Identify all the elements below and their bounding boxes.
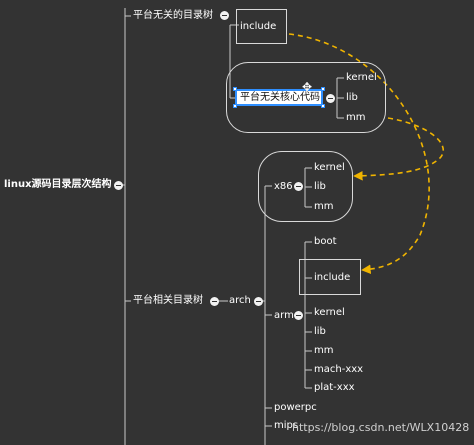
core-child-mm[interactable]: mm	[346, 112, 366, 123]
arch-include-label[interactable]: include	[314, 272, 351, 283]
x86-node-label[interactable]: x86	[274, 181, 293, 192]
core-child-kernel[interactable]: kernel	[346, 72, 377, 83]
selection-handle-tl[interactable]	[233, 87, 237, 91]
x86-group-boundary	[258, 151, 353, 222]
arch-mips-label[interactable]: mips	[274, 420, 299, 431]
arm-child-mach[interactable]: mach-xxx	[314, 364, 364, 375]
x86-child-mm[interactable]: mm	[314, 201, 334, 212]
arm-collapse-icon[interactable]	[294, 311, 303, 320]
arch-boot-label[interactable]: boot	[314, 236, 337, 247]
independent-node-label[interactable]: 平台无关的目录树	[133, 10, 213, 21]
core-group-boundary	[226, 62, 386, 133]
x86-child-lib[interactable]: lib	[314, 181, 326, 192]
core-node-label: 平台无关核心代码	[240, 92, 320, 103]
arm-child-mm[interactable]: mm	[314, 345, 334, 356]
independent-collapse-icon[interactable]	[220, 11, 229, 20]
core-child-lib[interactable]: lib	[346, 92, 358, 103]
move-cross-icon[interactable]: ✥	[302, 80, 313, 94]
arm-node-label[interactable]: arm	[274, 310, 294, 321]
watermark-text: https://blog.csdn.net/WLX10428	[292, 421, 470, 434]
root-collapse-icon[interactable]	[114, 181, 123, 190]
arrow-core-to-x86	[353, 117, 445, 181]
arrow-include-to-include	[288, 33, 430, 275]
x86-collapse-icon[interactable]	[294, 182, 303, 191]
arm-child-lib[interactable]: lib	[314, 326, 326, 337]
selection-handle-bl[interactable]	[233, 104, 237, 108]
arch-collapse-icon[interactable]	[254, 297, 263, 306]
selection-handle-tr[interactable]	[321, 87, 325, 91]
core-collapse-icon[interactable]	[326, 94, 335, 103]
core-node-selected[interactable]: 平台无关核心代码	[235, 89, 323, 106]
arch-include-box[interactable]	[299, 259, 361, 295]
arch-powerpc-label[interactable]: powerpc	[274, 402, 317, 413]
arm-child-kernel[interactable]: kernel	[314, 307, 345, 318]
arm-child-plat[interactable]: plat-xxx	[314, 382, 355, 393]
dependent-collapse-icon[interactable]	[210, 297, 219, 306]
independent-include-label[interactable]: include	[240, 21, 277, 32]
dependent-node-label[interactable]: 平台相关目录树	[133, 295, 203, 306]
independent-include-box[interactable]	[236, 9, 287, 44]
root-node-label[interactable]: linux源码目录层次结构	[4, 179, 112, 190]
selection-handle-br[interactable]	[321, 104, 325, 108]
x86-child-kernel[interactable]: kernel	[314, 162, 345, 173]
arch-node-label[interactable]: arch	[229, 295, 251, 306]
